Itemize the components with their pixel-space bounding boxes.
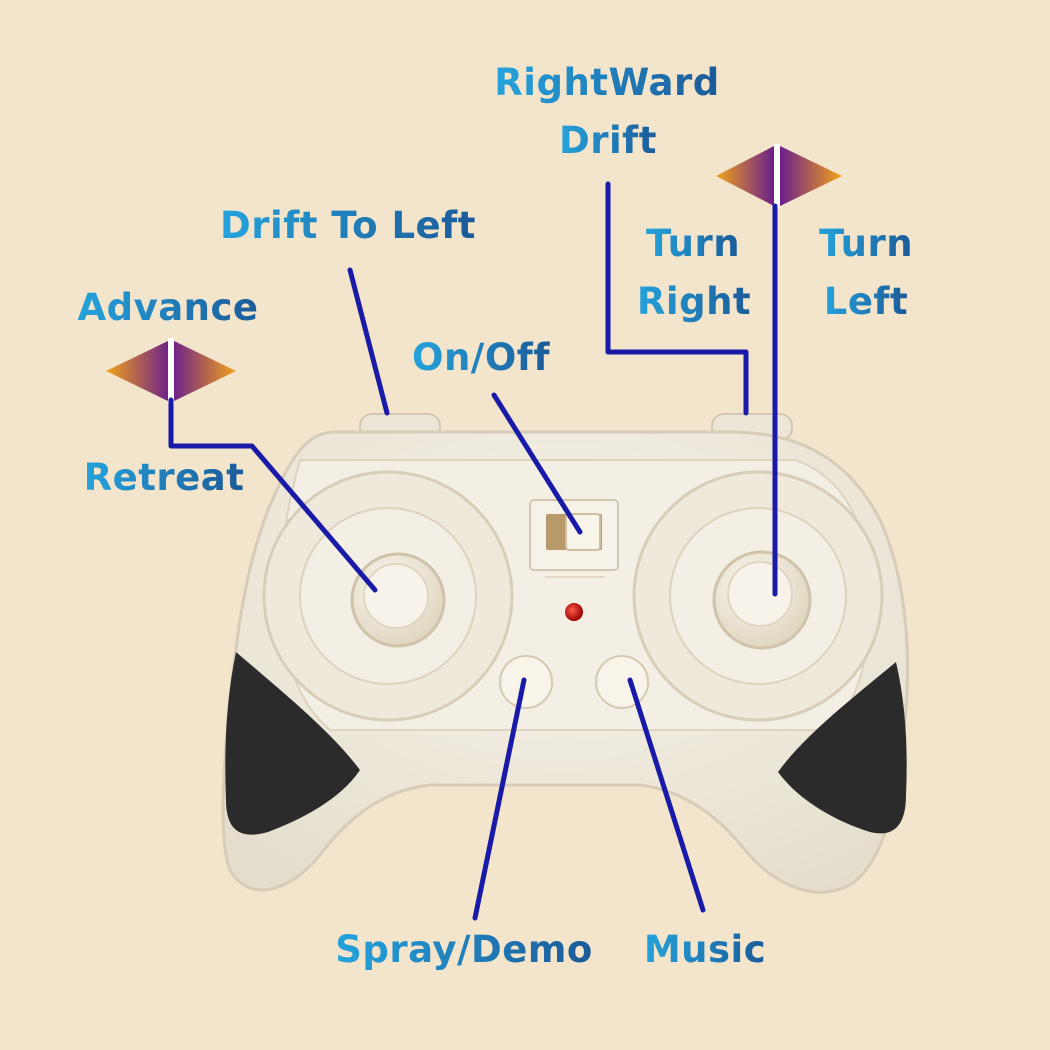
power-led: [565, 603, 583, 621]
turn-direction-arrow: [716, 144, 842, 208]
label-rightward-drift-line1: RightWard: [494, 61, 719, 104]
advance-retreat-arrow: [106, 338, 236, 404]
leader-line-rightward-drift: [605, 181, 749, 416]
leader-line-on-off: [491, 392, 583, 535]
label-spray-demo: Spray/Demo: [335, 928, 593, 971]
label-turn-right-line2: Right: [637, 280, 751, 323]
label-turn-left-line1: Turn: [819, 222, 913, 265]
leader-line-advance-retreat: [168, 397, 378, 593]
left-joystick-top: [363, 563, 429, 629]
label-turn-right-line1: Turn: [646, 222, 740, 265]
leader-line-music: [627, 677, 706, 913]
music-button[interactable]: [595, 655, 649, 709]
left-grip: [225, 652, 360, 835]
label-advance: Advance: [77, 286, 258, 329]
right-joystick-top: [727, 561, 793, 627]
label-retreat: Retreat: [84, 456, 245, 499]
leader-line-spray-demo: [472, 677, 527, 921]
leader-line-drift-left: [347, 267, 390, 416]
label-turn-left-line2: Left: [824, 280, 908, 323]
label-on-off: On/Off: [412, 336, 550, 379]
controller-body: [221, 413, 910, 894]
leader-lines: [168, 181, 778, 921]
labels: RightWard Drift Drift To Left Turn Right…: [77, 61, 913, 971]
label-drift-to-left: Drift To Left: [220, 204, 476, 247]
label-rightward-drift-line2: Drift: [559, 119, 657, 162]
label-music: Music: [644, 928, 766, 971]
right-grip: [778, 662, 907, 834]
